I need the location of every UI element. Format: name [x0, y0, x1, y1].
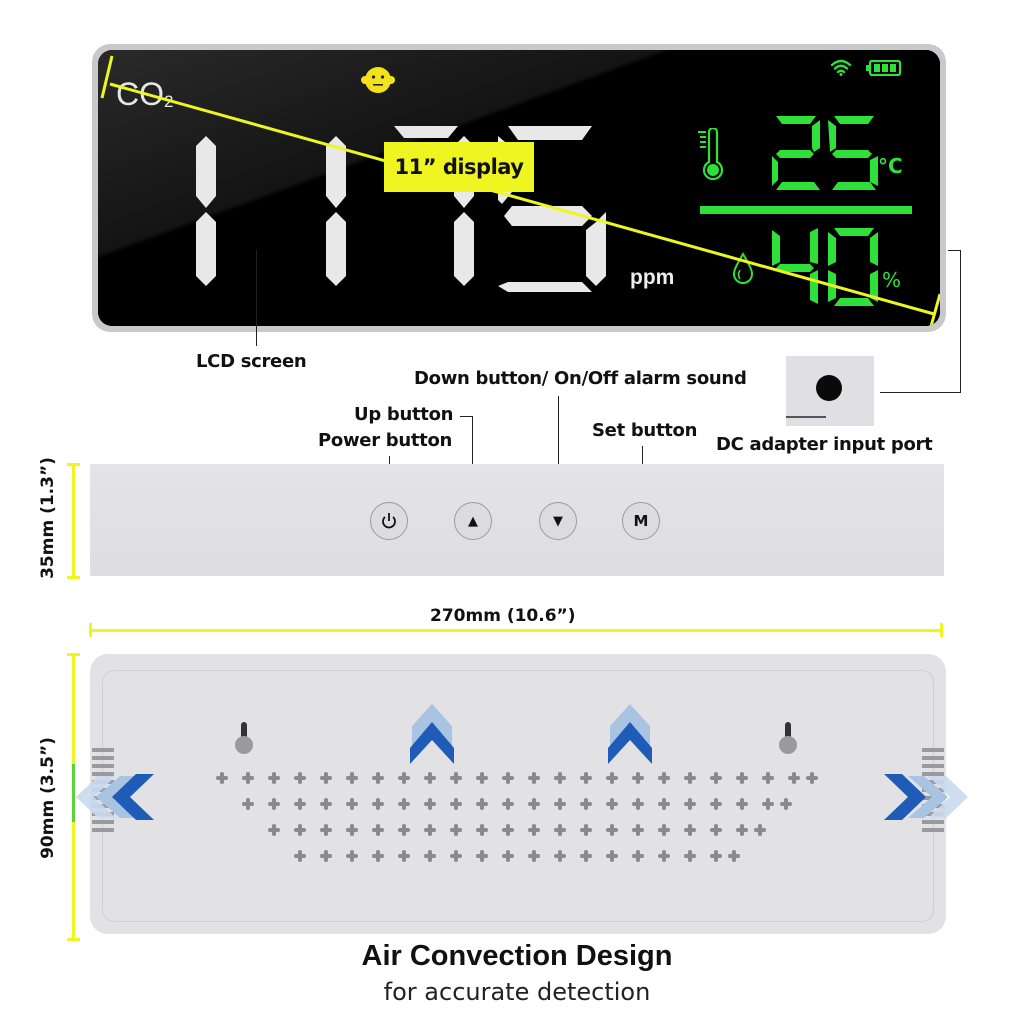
up-callout-line [472, 416, 473, 498]
down-callout-line [558, 396, 559, 500]
keyhole-mount-right-icon [779, 722, 797, 754]
height-dim-cap-bottom [67, 576, 80, 579]
lcd-screen-callout: LCD screen [196, 351, 307, 372]
thermometer-icon [698, 128, 724, 181]
up-arrow-icon: ▲ [468, 513, 478, 529]
display-size-badge: 11” display [384, 142, 534, 192]
humidity-unit: % [882, 268, 902, 292]
vent-row-2 [242, 798, 792, 810]
airflow-left-arrow-icon [76, 774, 154, 820]
water-drop-icon [732, 252, 754, 284]
up-button-callout: Up button [354, 404, 454, 425]
divider-bar [700, 206, 912, 214]
width-dimension-label: 270mm (10.6”) [430, 606, 576, 626]
lcd-screen: CO2 ppm [98, 50, 940, 326]
airflow-up-arrow-right-icon [608, 704, 652, 764]
vent-row-3 [268, 824, 766, 836]
set-button[interactable]: M [622, 502, 660, 540]
dc-port-callout-line-top [948, 250, 961, 251]
height-dim-cap-top [67, 463, 80, 466]
up-callout-tick [460, 416, 472, 417]
down-button[interactable]: ▼ [539, 502, 577, 540]
depth-dimension-highlight [72, 764, 75, 822]
co2-value-digits [196, 126, 606, 292]
depth-dim-cap-top [67, 653, 80, 656]
down-arrow-icon: ▼ [553, 513, 563, 529]
back-panel [90, 654, 946, 934]
depth-dim-cap-bottom [67, 938, 80, 941]
dc-port-edge [786, 416, 826, 418]
vent-row-4 [294, 850, 740, 862]
set-button-glyph: M [633, 512, 649, 530]
up-button[interactable]: ▲ [454, 502, 492, 540]
neutral-face-icon [361, 67, 395, 93]
airflow-up-arrow-left-icon [410, 704, 454, 764]
vent-hole-grid [216, 772, 818, 862]
width-dim-cap-left [89, 623, 92, 637]
power-button[interactable] [370, 502, 408, 540]
down-button-callout: Down button/ On/Off alarm sound [414, 368, 747, 389]
lcd-callout-line [256, 250, 257, 346]
front-panel [90, 464, 944, 576]
caption-title: Air Convection Design [361, 940, 673, 972]
wifi-icon [830, 59, 852, 76]
airflow-right-arrow-icon [884, 774, 968, 820]
display-size-label: 11” display [394, 155, 524, 179]
dc-port-callout-line-v [960, 250, 961, 392]
diagonal-measure-line [100, 55, 940, 326]
temperature-unit: °C [878, 154, 903, 178]
height-dimension-label: 35mm (1.3”) [38, 457, 58, 579]
keyhole-mount-left-icon [235, 722, 253, 754]
set-button-callout: Set button [592, 420, 698, 441]
dc-port-callout-line-h [880, 392, 961, 393]
power-icon [382, 513, 396, 529]
dc-port-jack [816, 375, 842, 401]
temperature-value-digits [772, 116, 878, 190]
battery-icon [866, 60, 902, 76]
width-dim-cap-right [940, 623, 943, 637]
vent-row-1 [216, 772, 818, 784]
caption-subtitle: for accurate detection [383, 978, 651, 1006]
width-dimension-line [90, 629, 942, 632]
dc-port-photo [786, 356, 874, 426]
co2-unit: ppm [630, 266, 675, 289]
power-button-callout: Power button [318, 430, 453, 451]
dc-port-callout: DC adapter input port [716, 434, 933, 455]
depth-dimension-label: 90mm (3.5”) [38, 737, 58, 859]
height-dimension-line [72, 464, 75, 578]
